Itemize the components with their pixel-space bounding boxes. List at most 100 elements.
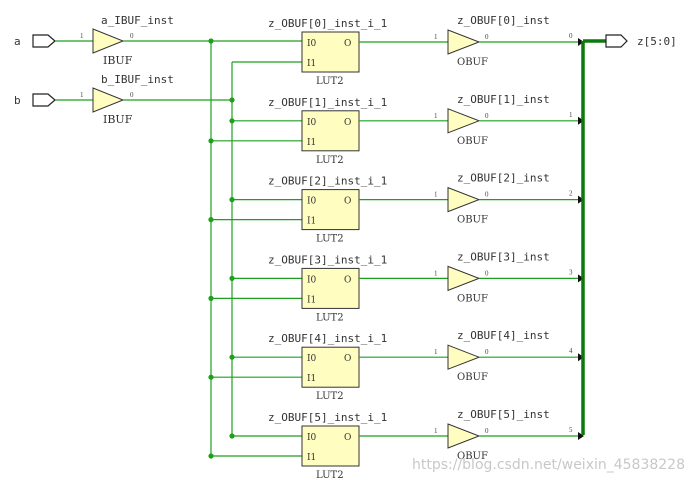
lut-instance-name: z_OBUF[1]_inst_i_1 — [268, 96, 387, 109]
bus-tap-arrow — [578, 38, 584, 46]
input-port-icon — [32, 34, 56, 48]
junction-dot — [208, 374, 214, 380]
bus-tap-arrow — [578, 432, 584, 440]
pin-label: I0 — [307, 354, 317, 364]
ibuf-type-label: IBUF — [103, 113, 133, 126]
buffer-icon — [447, 108, 481, 134]
bus-tap-arrow — [578, 274, 584, 283]
junction-dot — [208, 453, 214, 459]
lut-instance-name: z_OBUF[3]_inst_i_1 — [268, 253, 387, 266]
pin-label: 0 — [130, 91, 134, 99]
pin-label: O — [344, 433, 351, 443]
pin-label: I1 — [307, 295, 316, 305]
buffer-icon — [92, 87, 125, 113]
pin-label: I1 — [307, 453, 316, 463]
stage-1: z_OBUF[1]_inst_i_1I0I1OLUT2z_OBUF[1]_ins… — [208, 93, 584, 166]
pin-label: 0 — [130, 32, 134, 40]
pin-label: 1 — [434, 269, 438, 277]
obuf-instance-name: z_OBUF[5]_inst — [457, 408, 550, 421]
junction-dot — [208, 138, 214, 144]
buffer-icon — [92, 28, 125, 54]
pin-label: 1 — [434, 427, 438, 435]
lut-type-label: LUT2 — [316, 76, 344, 87]
obuf-type-label: OBUF — [457, 293, 488, 304]
obuf-type-label: OBUF — [457, 136, 488, 147]
buffer-icon — [447, 423, 481, 449]
lut-type-label: LUT2 — [316, 391, 344, 402]
obuf-instance-name: z_OBUF[1]_inst — [457, 93, 550, 106]
bus-index-label: 3 — [569, 268, 573, 276]
ibuf-instance-name: b_IBUF_inst — [101, 73, 174, 86]
pin-label: I1 — [307, 217, 316, 227]
lut-box — [301, 189, 360, 231]
bus-tap-arrow — [578, 195, 584, 204]
lut-type-label: LUT2 — [316, 155, 344, 166]
ibuf-a[interactable]: a_IBUF_inst 1 0 IBUF — [80, 14, 174, 67]
bus-index-label: 4 — [569, 347, 573, 355]
lut-instance-name: z_OBUF[2]_inst_i_1 — [268, 175, 387, 188]
ibuf-type-label: IBUF — [103, 54, 133, 67]
pin-label: O — [344, 118, 351, 128]
input-port-label: a — [14, 35, 21, 48]
bus-index-label: 0 — [569, 32, 573, 40]
buffer-icon — [447, 186, 481, 213]
junction-dot — [229, 433, 235, 439]
obuf-instance-name: z_OBUF[2]_inst — [457, 172, 550, 185]
pin-label: 1 — [434, 112, 438, 120]
obuf-instance-name: z_OBUF[4]_inst — [457, 329, 550, 342]
pin-label: 0 — [485, 427, 489, 435]
pin-label: 1 — [80, 91, 84, 99]
lut-type-label: LUT2 — [316, 234, 344, 245]
lut-box — [301, 110, 360, 152]
input-port-b[interactable]: b — [14, 93, 56, 107]
pin-label: 0 — [485, 112, 489, 120]
obuf-type-label: OBUF — [457, 372, 488, 383]
pin-label: I0 — [307, 118, 317, 128]
lut-box — [301, 31, 360, 73]
obuf-type-label: OBUF — [457, 451, 488, 462]
bus-index-label: 2 — [569, 190, 573, 198]
stage-4: z_OBUF[4]_inst_i_1I0I1OLUT2z_OBUF[4]_ins… — [208, 329, 584, 402]
stage-3: z_OBUF[3]_inst_i_1I0I1OLUT2z_OBUF[3]_ins… — [208, 250, 584, 323]
pin-label: I1 — [307, 138, 316, 148]
junction-dot — [208, 38, 214, 44]
pin-label: 0 — [485, 191, 489, 199]
watermark: https://blog.csdn.net/weixin_45838228 — [411, 457, 685, 473]
pin-label: 0 — [485, 269, 489, 277]
pin-label: O — [344, 197, 351, 207]
input-port-a[interactable]: a — [14, 34, 56, 48]
stage-5: z_OBUF[5]_inst_i_1I0I1OLUT2z_OBUF[5]_ins… — [208, 408, 584, 481]
obuf-instance-name: z_OBUF[3]_inst — [457, 250, 550, 263]
bus-index-label: 1 — [569, 111, 573, 119]
pin-label: O — [344, 354, 351, 364]
pin-label: 0 — [485, 33, 489, 41]
junction-dot — [208, 295, 214, 301]
junction-dot — [229, 118, 235, 124]
pin-label: I0 — [307, 197, 317, 207]
pin-label: I0 — [307, 433, 317, 443]
lut-type-label: LUT2 — [316, 312, 344, 323]
pin-label: 1 — [434, 348, 438, 356]
junction-dot — [229, 354, 235, 360]
input-port-icon — [32, 93, 56, 107]
pin-label: I1 — [307, 59, 316, 69]
output-port-label: z[5:0] — [637, 35, 677, 48]
obuf-type-label: OBUF — [457, 215, 488, 226]
output-port-z[interactable]: z[5:0] — [605, 34, 677, 48]
ibuf-b[interactable]: b_IBUF_inst 1 0 IBUF — [80, 73, 174, 126]
pin-label: 1 — [434, 191, 438, 199]
